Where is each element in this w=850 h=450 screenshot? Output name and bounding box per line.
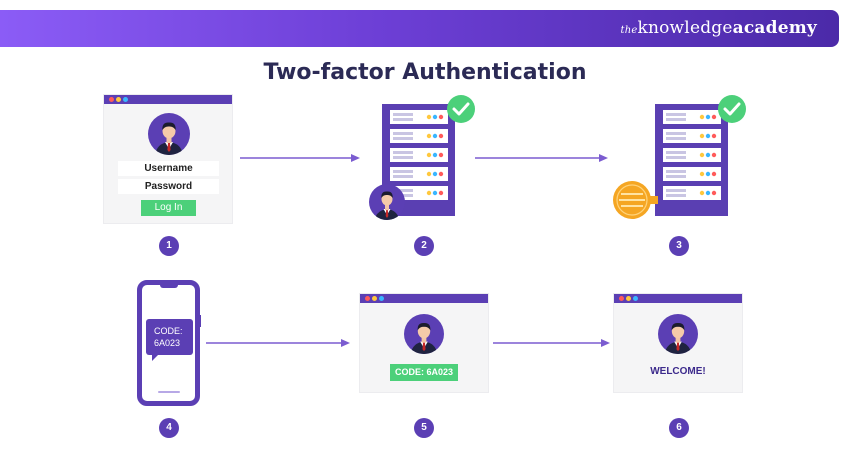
login-button[interactable]: Log In: [141, 200, 196, 216]
code-verify-window: CODE: 6A023: [360, 294, 488, 392]
window-titlebar: [614, 294, 742, 303]
phone-device: CODE: 6A023: [137, 280, 201, 406]
sms-code-label: CODE:: [154, 326, 183, 336]
token-coin-icon: [613, 181, 658, 219]
phone-notch: [160, 285, 178, 288]
sms-code-bubble: CODE: 6A023: [146, 319, 193, 355]
step-number-3: 3: [669, 236, 689, 256]
user-avatar-icon: [148, 113, 190, 155]
arrow-head-1-2: [351, 154, 360, 162]
welcome-window: WELCOME!: [614, 294, 742, 392]
check-badge-icon: [447, 95, 475, 123]
window-dot-blue: [633, 296, 638, 301]
brand-knowledge: knowledge: [637, 18, 733, 38]
user-avatar-icon: [658, 314, 698, 354]
window-dot-blue: [379, 296, 384, 301]
arrow-head-2-3: [599, 154, 608, 162]
user-avatar-icon: [404, 314, 444, 354]
arrow-head-5-6: [601, 339, 610, 347]
password-field[interactable]: Password: [118, 179, 219, 194]
bubble-tail: [152, 355, 158, 361]
phone-side-button: [198, 315, 201, 327]
brand-logo: theknowledgeacademy: [620, 18, 817, 38]
window-dot-yellow: [626, 296, 631, 301]
login-window: Username Password Log In: [104, 95, 232, 223]
brand-prefix: the: [620, 25, 638, 36]
window-dot-red: [619, 296, 624, 301]
server-with-user: [369, 95, 475, 220]
welcome-text: WELCOME!: [650, 366, 706, 377]
sms-code-value: 6A023: [154, 338, 181, 348]
step-number-2: 2: [414, 236, 434, 256]
page-title: Two-factor Authentication: [263, 60, 587, 85]
window-dot-red: [109, 97, 114, 102]
window-dot-yellow: [372, 296, 377, 301]
brand-academy: academy: [732, 18, 817, 38]
window-dot-red: [365, 296, 370, 301]
step-number-4: 4: [159, 418, 179, 438]
step-number-5: 5: [414, 418, 434, 438]
window-titlebar: [360, 294, 488, 303]
window-titlebar: [104, 95, 232, 104]
window-dot-yellow: [116, 97, 121, 102]
check-badge-icon: [718, 95, 746, 123]
server-with-token: [613, 95, 746, 219]
code-badge: CODE: 6A023: [390, 364, 458, 381]
arrow-head-4-5: [341, 339, 350, 347]
step-number-1: 1: [159, 236, 179, 256]
step-number-6: 6: [669, 418, 689, 438]
header-bar: theknowledgeacademy: [0, 10, 839, 47]
phone-home-bar: [158, 391, 180, 393]
username-field[interactable]: Username: [118, 161, 219, 176]
window-dot-blue: [123, 97, 128, 102]
user-avatar-icon: [369, 184, 405, 220]
